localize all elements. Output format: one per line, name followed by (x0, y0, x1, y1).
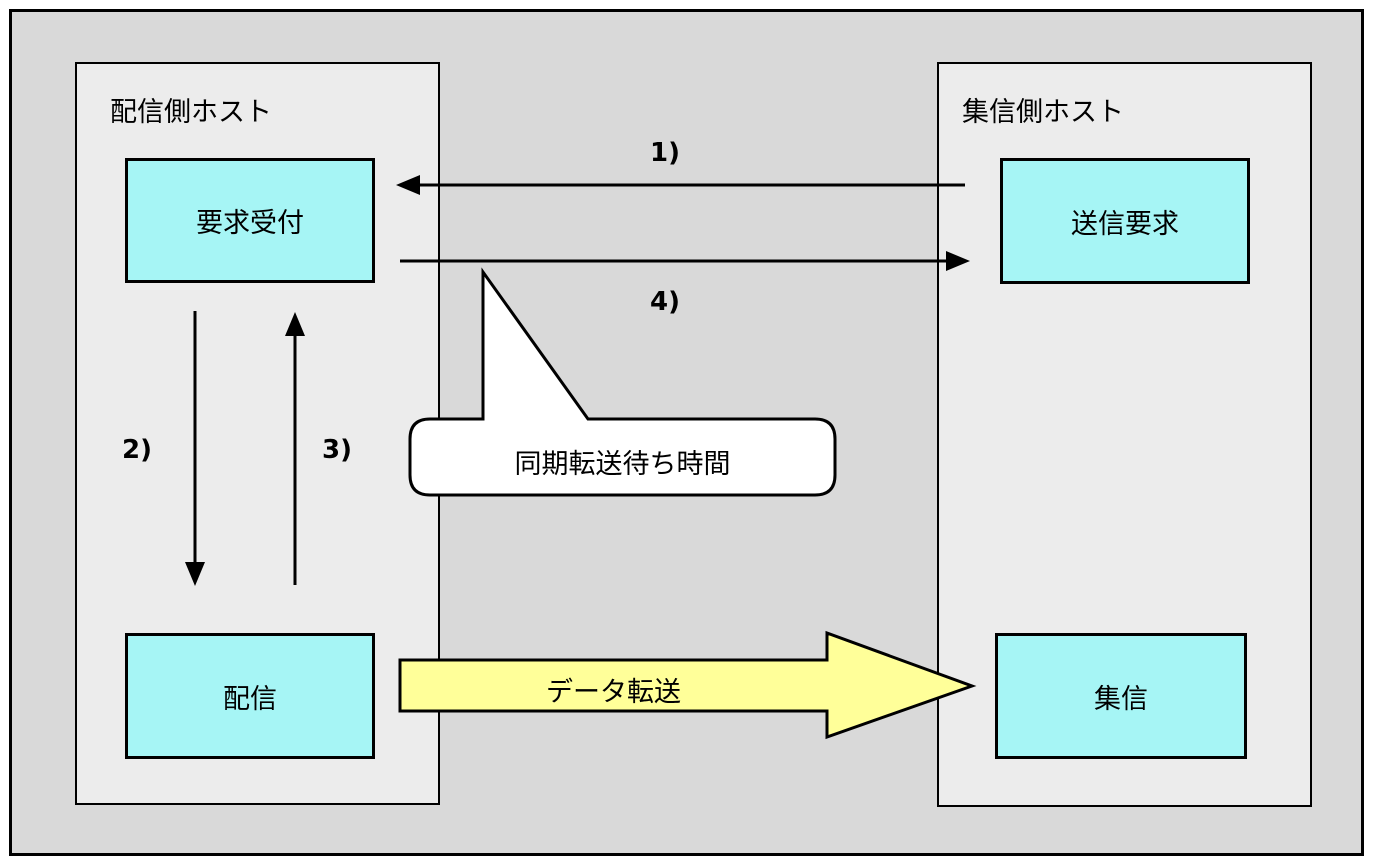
data-transfer-arrow (398, 630, 977, 740)
request-receive-box: 要求受付 (125, 158, 375, 283)
collect-box: 集信 (995, 633, 1247, 759)
step4-label: 4) (650, 287, 680, 317)
send-request-box: 送信要求 (1000, 158, 1250, 284)
callout-bubble (408, 267, 837, 497)
arrow-step1 (396, 175, 965, 195)
receiver-host-title: 集信側ホスト (962, 97, 1124, 128)
sender-host-title: 配信側ホスト (110, 97, 272, 128)
step1-label: 1) (650, 138, 680, 168)
callout-text: 同期転送待ち時間 (514, 449, 731, 480)
arrow-step4 (400, 251, 970, 271)
step3-label: 3) (322, 435, 352, 465)
data-transfer-label: データ転送 (546, 677, 681, 708)
arrow-step2 (185, 311, 205, 586)
deliver-box: 配信 (125, 633, 375, 759)
step2-label: 2) (122, 435, 152, 465)
arrow-step3 (285, 312, 305, 585)
